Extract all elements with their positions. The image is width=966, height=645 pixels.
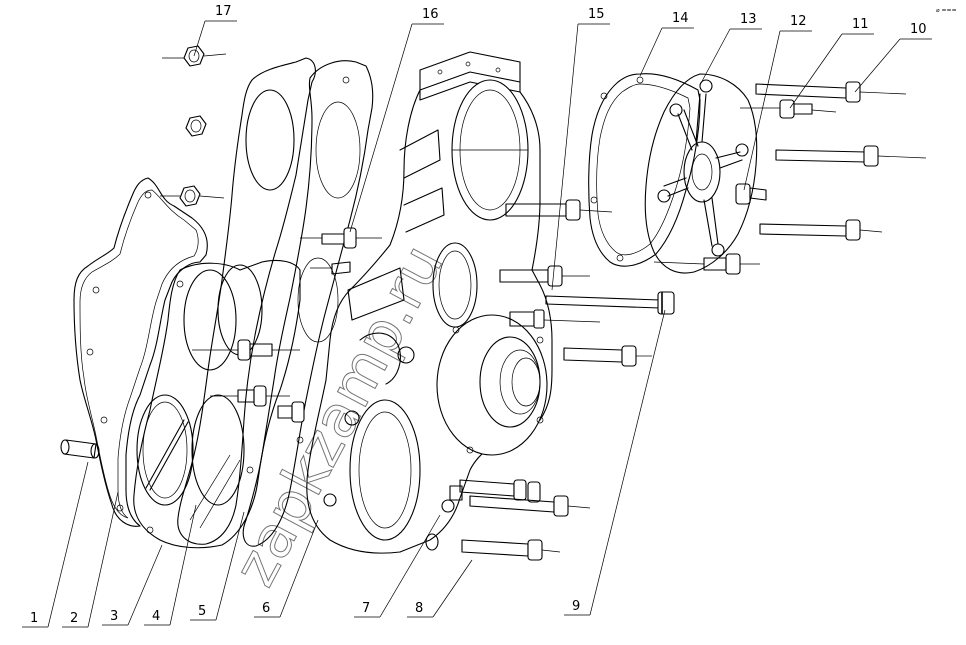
callout-leader-line xyxy=(699,28,731,86)
callout-label: 17 xyxy=(215,4,232,19)
callout-12: 12 xyxy=(743,14,812,191)
part-gasket-5 xyxy=(242,60,374,547)
callout-3: 3 xyxy=(102,544,163,626)
callout-leader-line xyxy=(215,511,245,621)
callout-5: 5 xyxy=(190,511,245,621)
part-dowel-7 xyxy=(425,485,463,551)
callout-9: 9 xyxy=(564,309,666,616)
part-gasket-14 xyxy=(588,73,701,267)
callout-label: 13 xyxy=(740,12,757,27)
part-cover-13 xyxy=(644,73,758,274)
part-bolts-15 xyxy=(499,199,652,367)
callout-leader-line xyxy=(789,33,843,109)
callout-14: 14 xyxy=(639,11,694,77)
callout-label: 3 xyxy=(110,609,118,624)
callout-label: 4 xyxy=(152,609,160,624)
part-gasket-2 xyxy=(73,177,208,527)
callout-label: 12 xyxy=(790,14,807,29)
part-housing-6 xyxy=(306,51,553,554)
part-bolts-11 xyxy=(740,99,837,119)
part-stud-9 xyxy=(545,291,675,315)
callout-label: 9 xyxy=(572,599,580,614)
part-bolts-12 xyxy=(653,183,767,275)
part-nuts-17 xyxy=(160,45,227,207)
part-bolts-16 xyxy=(300,227,382,275)
corner-mark: ⌀ === xyxy=(936,7,957,14)
callout-leader-line xyxy=(169,504,197,626)
callout-leader-line xyxy=(379,514,441,618)
callout-leader-line xyxy=(87,491,119,628)
callout-leader-line xyxy=(127,544,163,626)
callout-label: 6 xyxy=(262,601,270,616)
callout-label: 5 xyxy=(198,604,206,619)
callout-label: 10 xyxy=(910,22,927,37)
callout-label: 1 xyxy=(30,611,38,626)
callout-leader-line xyxy=(432,559,473,618)
part-bolts-10 xyxy=(755,81,927,241)
part-plate-3 xyxy=(133,259,301,549)
callout-4: 4 xyxy=(144,504,197,626)
callout-10: 10 xyxy=(854,22,932,93)
part-pin-1 xyxy=(60,439,100,459)
part-plate-4 xyxy=(177,57,316,545)
callout-leader-line xyxy=(854,38,901,93)
watermark: zapkzamp.ru xyxy=(220,233,457,597)
callout-label: 15 xyxy=(588,7,605,22)
callout-label: 7 xyxy=(362,601,370,616)
callout-label: 8 xyxy=(415,601,423,616)
callout-leader-line xyxy=(349,23,413,233)
callout-label: 11 xyxy=(852,17,869,32)
callout-leader-line xyxy=(743,30,781,191)
callout-8: 8 xyxy=(407,559,473,618)
callout-leader-line xyxy=(639,27,663,77)
callout-label: 14 xyxy=(672,11,689,26)
callout-leader-line xyxy=(589,309,666,616)
part-bolts-left xyxy=(192,339,305,423)
callout-leader-line xyxy=(193,20,206,57)
callout-leader-line xyxy=(551,23,579,291)
callout-6: 6 xyxy=(254,519,319,618)
callout-1: 1 xyxy=(22,461,89,628)
callout-label: 16 xyxy=(422,7,439,22)
callout-label: 2 xyxy=(70,611,78,626)
callout-7: 7 xyxy=(354,514,441,618)
callout-2: 2 xyxy=(62,491,119,628)
callout-16: 16 xyxy=(349,7,444,233)
callout-15: 15 xyxy=(551,7,610,291)
callout-17: 17 xyxy=(193,4,237,57)
callout-leader-line xyxy=(279,519,319,618)
watermark-text: zapkzamp.ru xyxy=(220,234,456,597)
callout-11: 11 xyxy=(789,17,874,109)
part-bolts-8 xyxy=(459,479,591,561)
callout-leader-line xyxy=(47,461,89,628)
callout-13: 13 xyxy=(699,12,762,86)
